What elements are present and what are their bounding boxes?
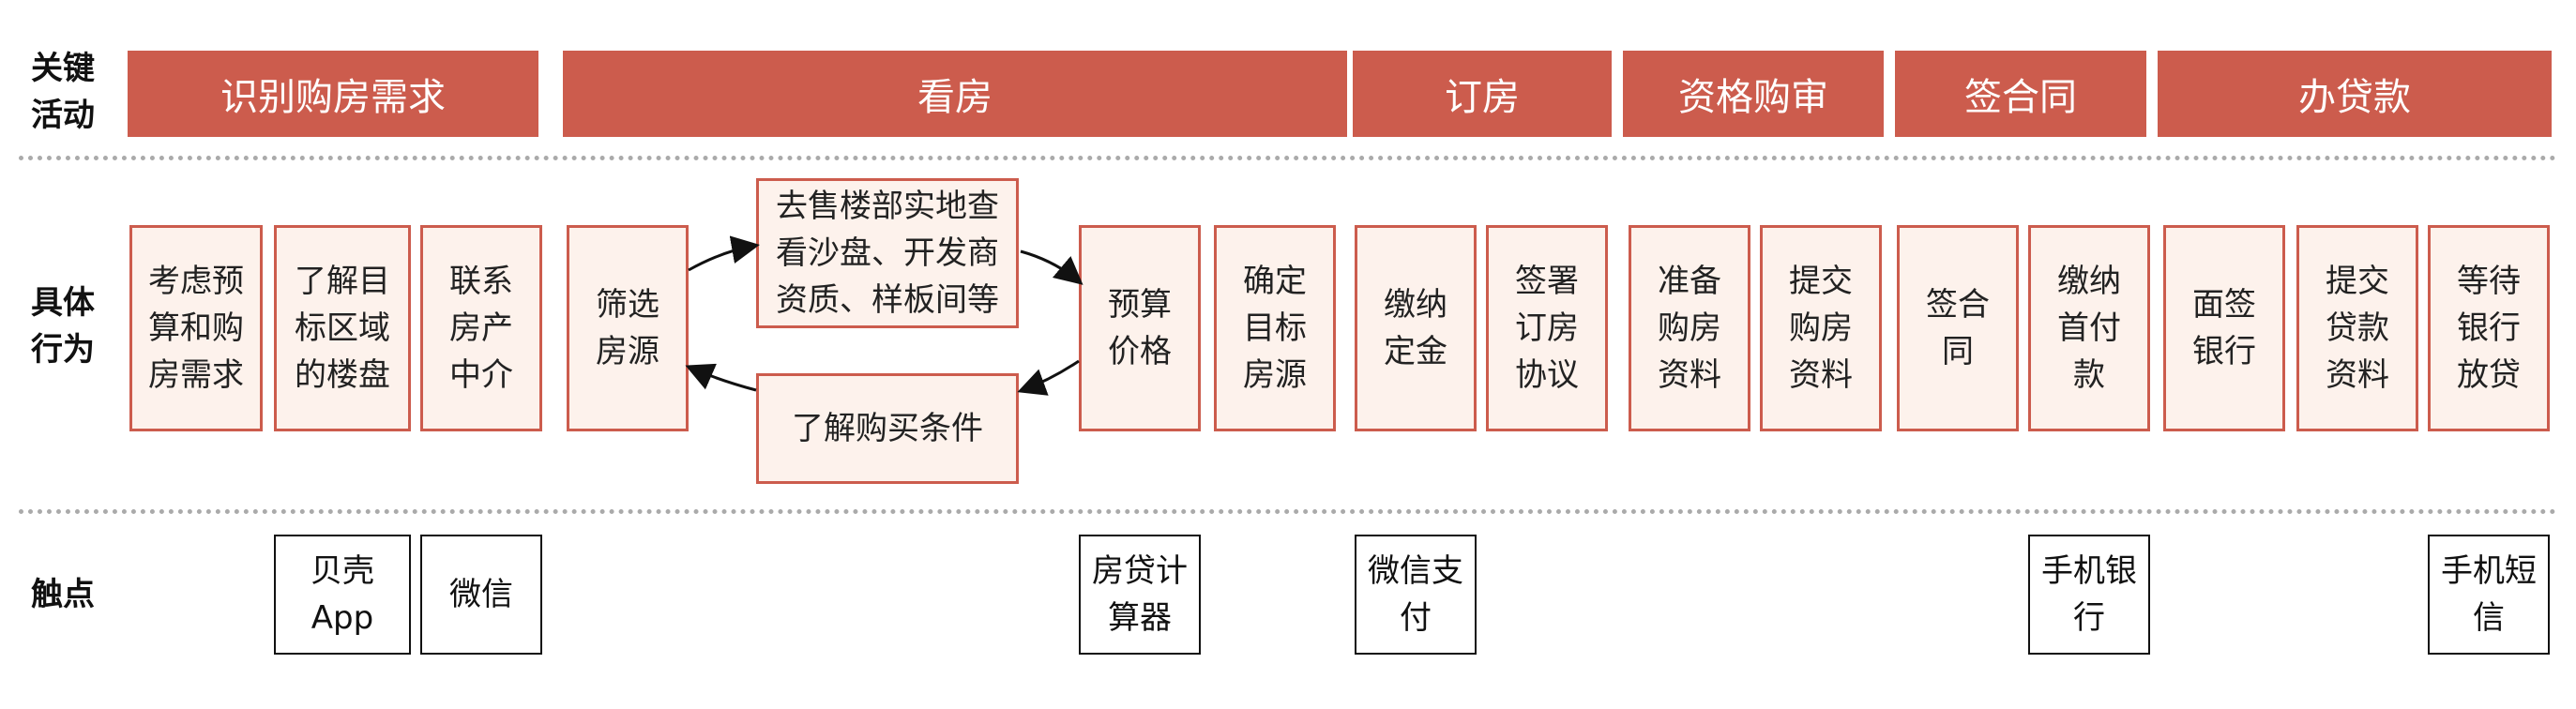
behavior-consider-budget: 考虑预 算和购 房需求 — [129, 225, 263, 431]
divider-top — [19, 156, 2557, 160]
stage-contract: 签合同 — [1895, 51, 2146, 137]
stage-identify-needs: 识别购房需求 — [128, 51, 538, 137]
behavior-bank-interview: 面签 银行 — [2163, 225, 2285, 431]
stage-qualification: 资格购审 — [1623, 51, 1884, 137]
touchpoint-sms: 手机短 信 — [2428, 535, 2550, 655]
touchpoint-beike-app: 贝壳 App — [274, 535, 411, 655]
arrow-conditions-to-filter — [685, 363, 757, 392]
behavior-submit-loan-documents: 提交 贷款 资料 — [2296, 225, 2418, 431]
behavior-wait-loan: 等待 银行 放贷 — [2428, 225, 2550, 431]
row-label-key-activities: 关键 活动 — [31, 50, 95, 134]
arrow-budget-to-conditions — [1017, 359, 1080, 396]
stage-reserve: 订房 — [1353, 51, 1612, 137]
stage-loan: 办贷款 — [2158, 51, 2552, 137]
behavior-filter-listings: 筛选 房源 — [567, 225, 689, 431]
behavior-pay-deposit: 缴纳 定金 — [1355, 225, 1477, 431]
behavior-pay-down-payment: 缴纳 首付 款 — [2028, 225, 2150, 431]
touchpoint-wechat: 微信 — [420, 535, 542, 655]
row-label-touchpoints: 触点 — [31, 576, 95, 613]
behavior-sign-contract: 签合 同 — [1897, 225, 2019, 431]
row-label-behaviors: 具体 行为 — [31, 284, 95, 369]
touchpoint-wechat-pay: 微信支 付 — [1355, 535, 1477, 655]
divider-bottom — [19, 509, 2557, 514]
behavior-contact-agent: 联系 房产 中介 — [420, 225, 542, 431]
touchpoint-mobile-banking: 手机银 行 — [2028, 535, 2150, 655]
behavior-learn-projects: 了解目 标区域 的楼盘 — [274, 225, 411, 431]
arrow-visit-to-budget — [1020, 249, 1083, 285]
behavior-submit-documents: 提交 购房 资料 — [1760, 225, 1882, 431]
behavior-confirm-target: 确定 目标 房源 — [1214, 225, 1336, 431]
arrow-filter-to-visit — [688, 235, 760, 272]
behavior-budget-price: 预算 价格 — [1079, 225, 1201, 431]
behavior-visit-sales-office: 去售楼部实地查 看沙盘、开发商 资质、样板间等 — [756, 178, 1019, 328]
stage-viewing: 看房 — [563, 51, 1347, 137]
behavior-learn-conditions: 了解购买条件 — [756, 373, 1019, 484]
behavior-sign-reservation: 签署 订房 协议 — [1486, 225, 1608, 431]
behavior-prepare-documents: 准备 购房 资料 — [1629, 225, 1750, 431]
touchpoint-mortgage-calculator: 房贷计 算器 — [1079, 535, 1201, 655]
